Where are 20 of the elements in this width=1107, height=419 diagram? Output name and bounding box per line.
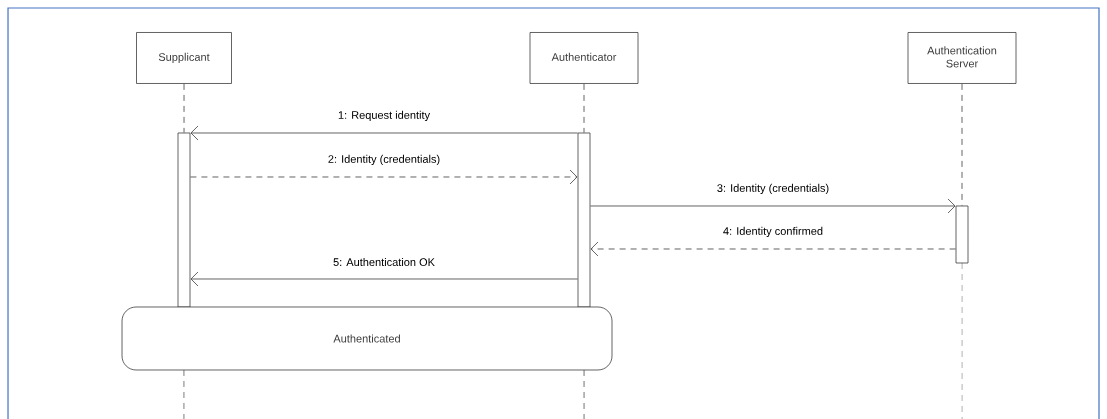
lifeline-header-box: Authenticator	[529, 32, 639, 84]
activation-bar	[577, 132, 591, 308]
lifeline	[183, 83, 185, 133]
lifeline	[583, 83, 585, 133]
message-label: 4: Identity confirmed	[721, 225, 825, 239]
message-arrow	[190, 125, 578, 141]
lifeline	[961, 83, 963, 206]
message-arrow	[190, 271, 578, 287]
message-arrow	[190, 169, 578, 185]
activation-bar	[955, 205, 969, 264]
state-box: Authenticated	[121, 306, 613, 371]
message-label: 3: Identity (credentials)	[715, 182, 831, 196]
lifeline-header-box: Authentication Server	[907, 32, 1017, 84]
message-label: 5: Authentication OK	[332, 256, 436, 268]
activation-bar	[177, 132, 191, 308]
lifeline-header-box: Supplicant	[136, 32, 232, 84]
message-label: 1: Request identity	[336, 109, 432, 123]
message-arrow	[590, 198, 956, 214]
message-label: 2: Identity (credentials)	[326, 153, 442, 167]
message-arrow	[590, 241, 956, 257]
